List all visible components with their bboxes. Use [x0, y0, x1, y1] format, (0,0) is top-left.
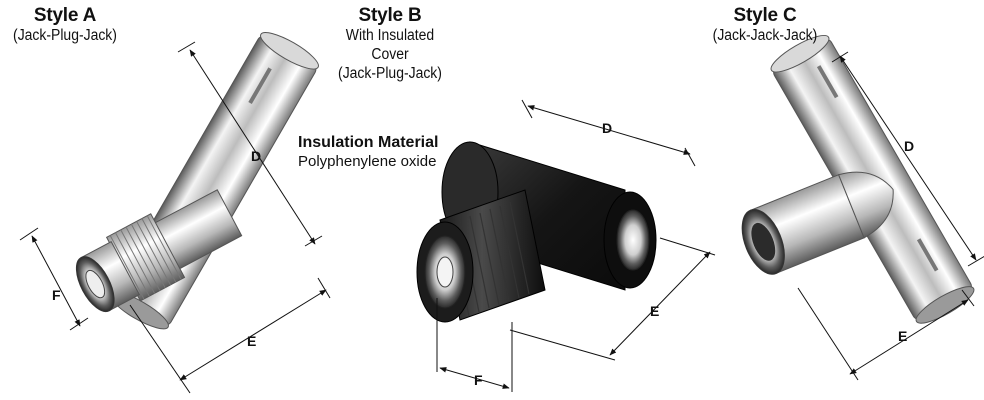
style-c-subtitle: (Jack-Jack-Jack) — [712, 27, 818, 44]
style-b-dim-f-label: F — [474, 372, 483, 388]
style-a-connector — [19, 32, 331, 394]
insulation-material-title: Insulation Material — [298, 134, 439, 151]
style-b-dim-e-label: E — [650, 303, 660, 319]
style-a-dim-d-label: D — [251, 148, 262, 164]
style-b-dim-d-label: D — [602, 120, 613, 136]
style-c-dim-e-label: E — [898, 328, 908, 344]
style-a-dim-f-label: F — [52, 287, 61, 303]
style-c-dim-d-label: D — [904, 138, 915, 154]
style-b-subtitle-line-2: Cover — [371, 46, 409, 63]
insulation-material-value: Polyphenylene oxide — [298, 153, 437, 170]
style-c-connector — [741, 35, 984, 381]
style-a-dim-e-label: E — [247, 333, 257, 349]
style-b-subtitle-line-1: With Insulated — [345, 27, 435, 44]
style-c-title: Style C — [733, 5, 797, 26]
style-a-title: Style A — [33, 5, 97, 26]
style-b-subtitle-line-3: (Jack-Plug-Jack) — [338, 65, 442, 82]
style-b-connector — [416, 99, 716, 392]
style-b-title: Style B — [358, 5, 422, 26]
style-a-subtitle: (Jack-Plug-Jack) — [13, 27, 117, 44]
